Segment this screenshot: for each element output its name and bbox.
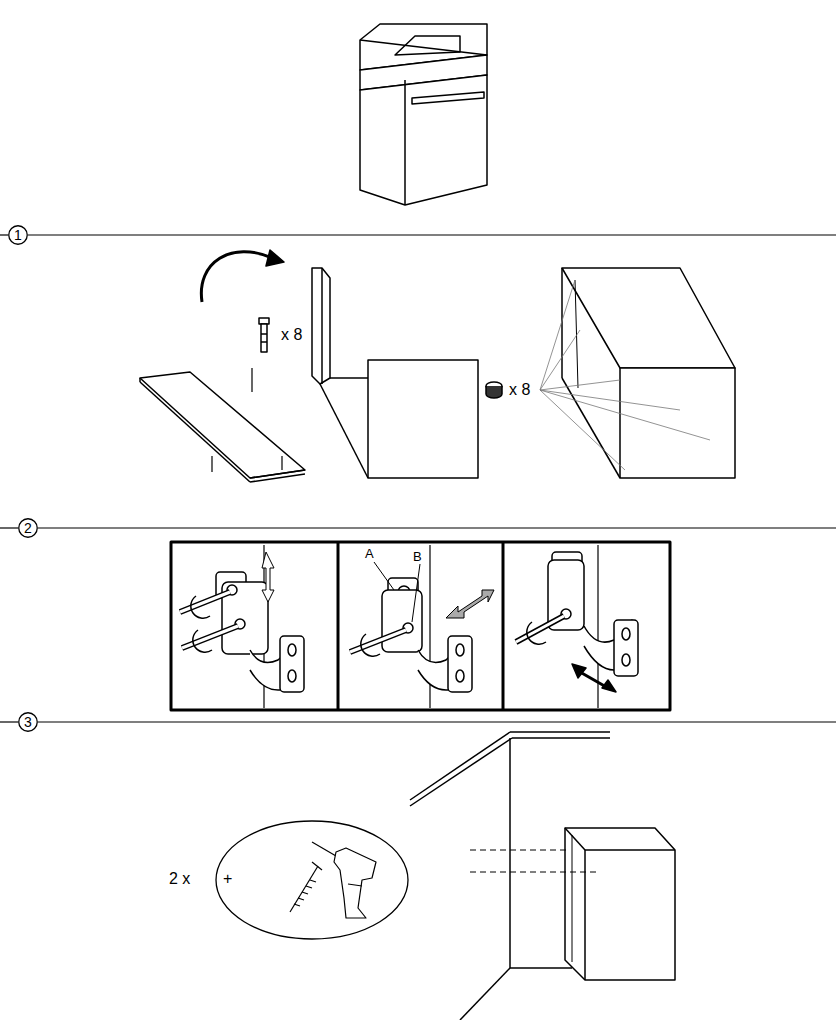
circle-border <box>19 519 38 538</box>
quantity-label: x 8 <box>508 382 531 398</box>
step-number-circle: 1 <box>8 225 28 245</box>
cam-lock <box>486 382 502 398</box>
circle-border <box>9 226 28 245</box>
step-number: 1 <box>14 228 22 242</box>
drill <box>312 842 376 918</box>
quantity-label: x 8 <box>280 327 303 343</box>
quantity-text: + <box>223 871 232 887</box>
quantity-text: 2 x <box>169 871 190 887</box>
dowel-bolt <box>259 318 269 352</box>
section-line <box>0 235 836 722</box>
step-number-circle: 2 <box>18 518 38 538</box>
step-number-circle: 3 <box>18 712 38 732</box>
vanity-cabinet <box>360 24 487 205</box>
step1-parts <box>140 250 735 482</box>
wall-mounting <box>290 732 675 1020</box>
ellipse-border <box>216 821 408 939</box>
screw-label: A <box>364 547 375 560</box>
hinge-adjustment <box>171 542 670 710</box>
hardware-callout-ellipse: 2 x+ <box>215 820 409 940</box>
step-number: 2 <box>24 521 32 535</box>
ellipse-outline <box>215 820 409 940</box>
circle-border <box>19 713 38 732</box>
step-number: 3 <box>24 715 32 729</box>
screw <box>290 862 322 912</box>
screw-label: B <box>412 550 423 563</box>
